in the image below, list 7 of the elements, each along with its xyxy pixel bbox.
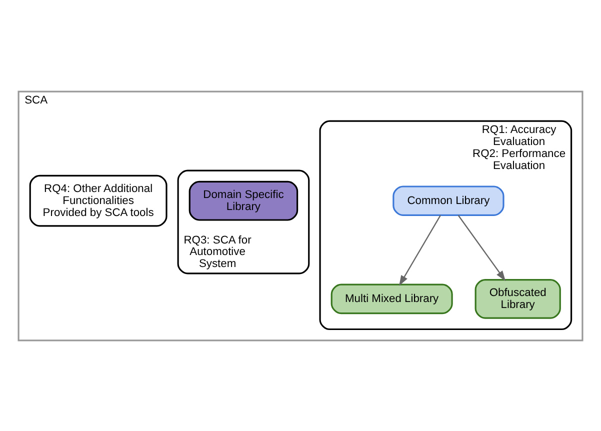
node-box: Obfuscated Library [474, 278, 561, 318]
arrow [458, 214, 506, 281]
node-box: Multi Mixed Library [330, 283, 453, 314]
arrow [399, 214, 441, 286]
node-box: Domain Specific Library [188, 180, 298, 220]
node-box: Common Library [392, 185, 504, 216]
node-box: RQ4: Other Additional Functionalities Provided by SCA tools [29, 174, 168, 226]
